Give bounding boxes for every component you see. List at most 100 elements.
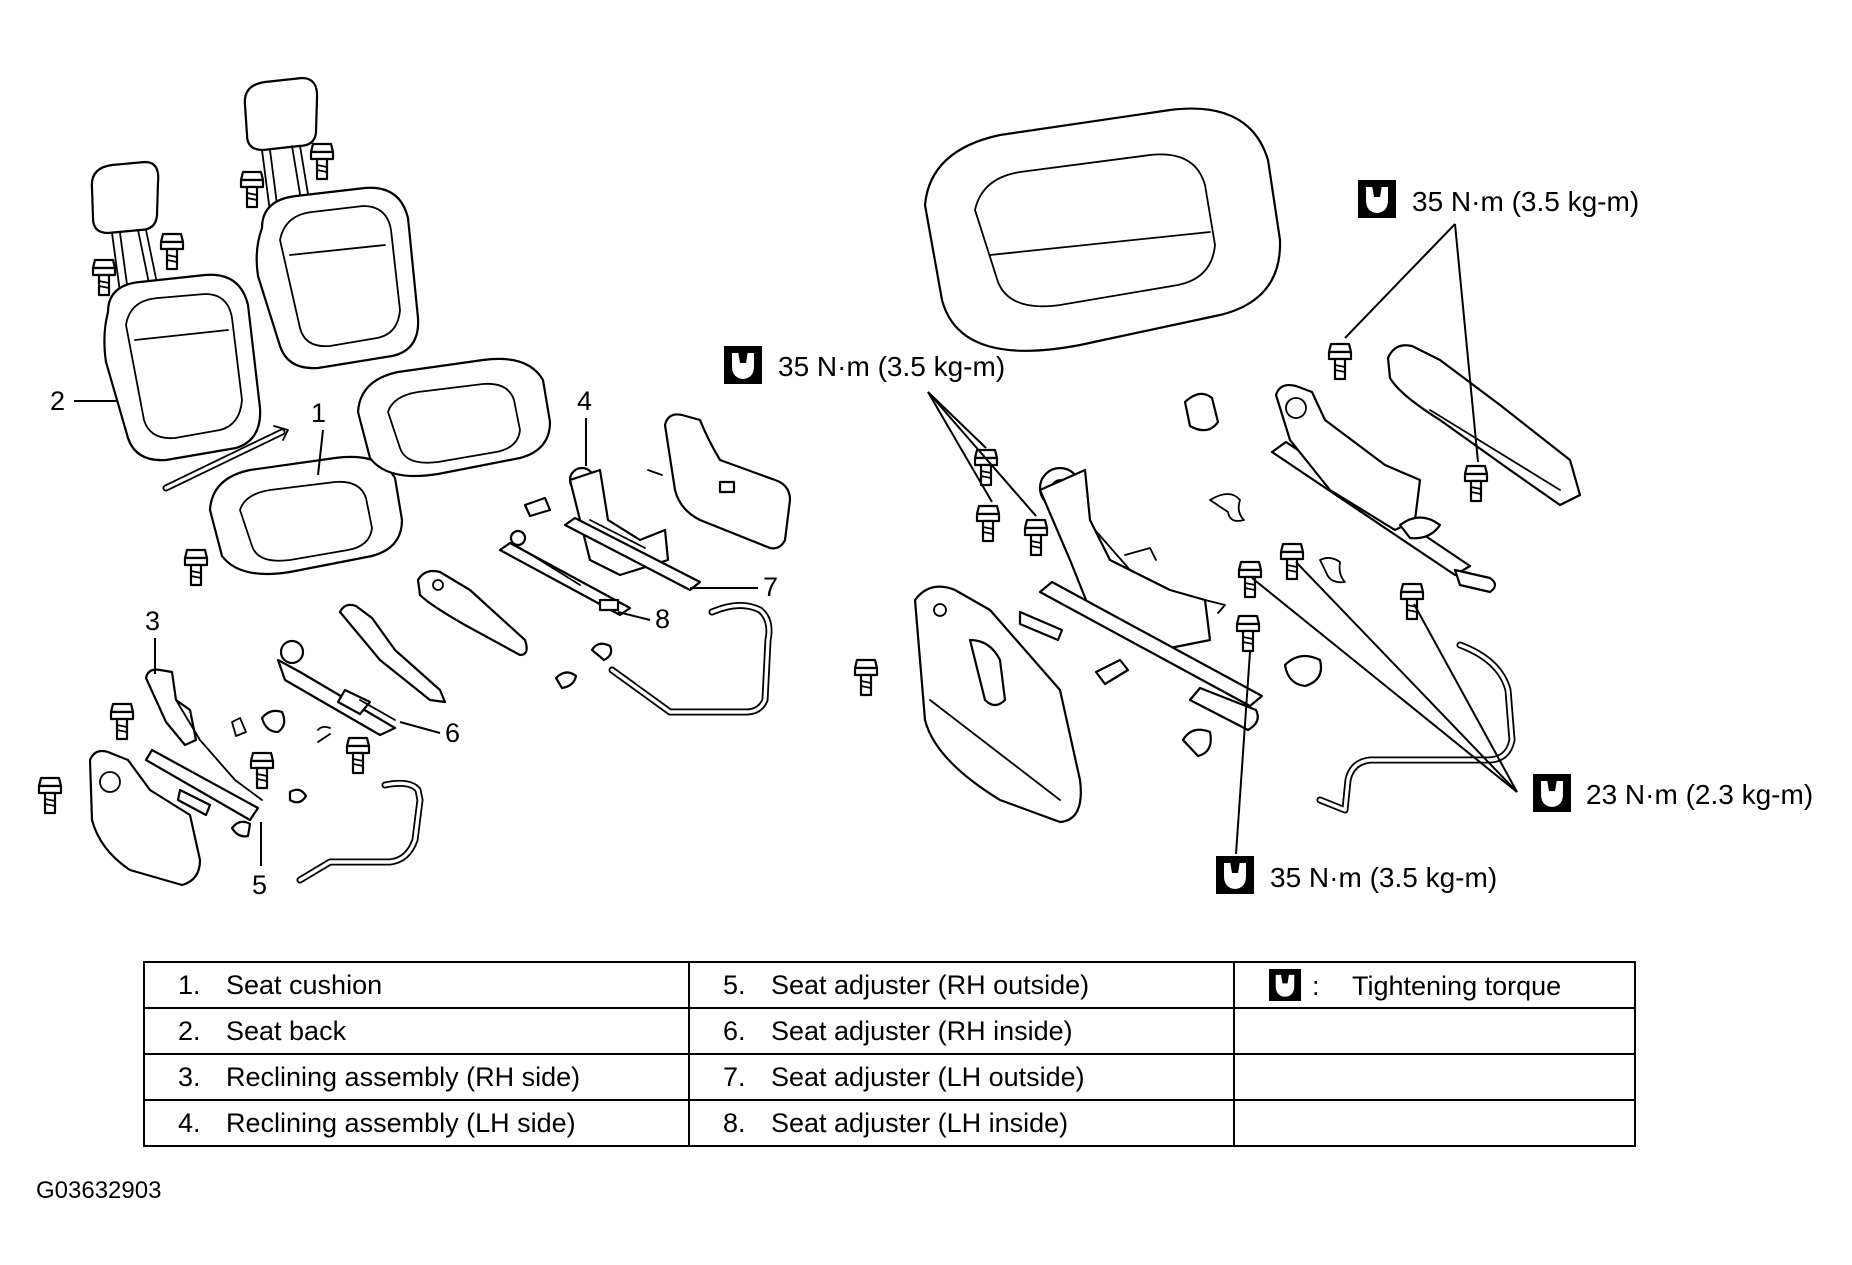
inner-adjuster-enlarged [1270,383,1497,594]
legend-text: Seat cushion [226,969,383,1000]
torque-callout-top-right: 35 N·m (3.5 kg-m) [1344,180,1639,463]
inner-cover-enlarged [1386,344,1582,507]
outer-bolt-enlarged [853,658,879,697]
torque-bolt [975,504,1001,543]
torque-bolt [1279,542,1305,581]
diagram-id: G03632903 [36,1177,162,1204]
adjuster-cover [416,569,528,657]
legend-row: 3. Reclining assembly (RH side) 7.Seat ad… [143,1053,1636,1101]
legend-text: Seat back [226,1015,347,1046]
wrench-torque-icon [1358,180,1396,218]
torque-bolt [1023,518,1049,557]
torque-callout-bottom: 35 N·m (3.5 kg-m) [1216,651,1497,894]
headrest-guide-bolt [91,258,117,297]
seat-adjuster-lh-inside [498,529,632,617]
legend-empty-cell [1233,1053,1636,1101]
wrench-torque-icon [1533,774,1571,812]
part-number: 8 [655,604,670,634]
legend-number: 3. [178,1061,201,1092]
seat-cushion-enlarged [923,107,1282,352]
legend-cell: 2.Seat back [143,1007,690,1055]
seat-cushion-rear [208,455,404,576]
torque-value: 23 N·m (2.3 kg-m) [1586,779,1813,810]
release-rod-lh [608,602,773,716]
part-number: 3 [145,606,160,636]
wrench-torque-icon [1269,968,1301,1001]
headrest-guide-bolt [309,142,335,181]
reclining-assembly-rh [144,668,263,822]
part-label-2: 2 [50,386,118,416]
seat-adjuster-rh-inside [276,603,447,737]
legend-row: 1. Seat cushion 5.Seat adjuster (RH outsi… [143,961,1636,1009]
adjuster-rail-enlarged-lower [1018,580,1264,732]
torque-bolt [1235,614,1261,653]
legend-cell: 7.Seat adjuster (LH outside) [688,1053,1235,1101]
legend-empty-cell [1233,1099,1636,1147]
part-label-3: 3 [145,606,160,674]
torque-bolt [1237,560,1263,599]
legend-number: 6. [723,1015,746,1046]
cushion-bolt [183,548,209,587]
clip-bottom-left [230,788,308,838]
part-number: 4 [577,386,592,416]
part-label-8: 8 [617,604,670,634]
reclining-assembly-lh [523,466,670,577]
torque-value: 35 N·m (3.5 kg-m) [778,351,1005,382]
headrest-rear [90,160,160,293]
adjuster-cover-enlarged [913,585,1082,824]
seat-cushion-front [356,357,552,478]
legend-text: Seat adjuster (LH inside) [771,1107,1069,1138]
part-label-1: 1 [311,398,326,476]
legend-key-text: Tightening torque [1352,970,1562,1001]
legend-text: Reclining assembly (RH side) [226,1061,581,1092]
recliner-bolt [109,702,135,741]
legend-number: 1. [178,969,201,1000]
legend-cell: 1. Seat cushion [143,961,690,1009]
legend-cell: 5.Seat adjuster (RH outside) [688,961,1235,1009]
small-parts-enlarged [1094,392,1346,758]
torque-value: 35 N·m (3.5 kg-m) [1270,862,1497,893]
legend-cell: 4. Reclining assembly (LH side) [143,1099,690,1147]
legend-row: 4. Reclining assembly (LH side) 8. Seat ad… [143,1099,1636,1147]
headrest-guide-bolt [239,170,265,209]
part-label-6: 6 [399,718,460,748]
legend-text: Reclining assembly (LH side) [226,1107,576,1138]
small-clips-mid [231,709,331,743]
hinge-rod-left [162,425,289,492]
legend-empty-cell [1233,1007,1636,1055]
legend-row: 2.Seat back 6. Seat adjuster (RH inside) [143,1007,1636,1055]
part-number: 7 [763,572,778,602]
wrench-torque-icon [1216,856,1254,894]
part-label-4: 4 [577,386,592,466]
part-label-7: 7 [690,572,778,602]
legend-cell: 8. Seat adjuster (LH inside) [688,1099,1235,1147]
adjuster-bolt [345,736,371,775]
legend-key-cell: : Tightening torque [1233,961,1636,1009]
legend-number: 4. [178,1107,201,1138]
seat-exploded-diagram: 1 2 3 4 5 6 7 8 [37,76,1813,900]
seat-adjuster-rh-outside [88,749,212,887]
seat-back-front [255,186,420,370]
legend-key-separator: : [1312,970,1320,1001]
torque-value: 35 N·m (3.5 kg-m) [1412,186,1639,217]
release-rod-rh [296,779,424,884]
torque-bolt [1463,464,1489,503]
outer-bolt [37,776,63,815]
legend-cell: 6. Seat adjuster (RH inside) [688,1007,1235,1055]
release-rod-enlarged [1316,641,1516,814]
legend-text: Seat adjuster (RH inside) [771,1015,1073,1046]
legend-number: 8. [723,1107,746,1138]
part-number: 5 [252,870,267,900]
torque-bolt [1327,342,1353,381]
part-label-5: 5 [252,822,267,900]
legend-text: Seat adjuster (RH outside) [771,969,1090,1000]
parts-legend-table: 1. Seat cushion 5.Seat adjuster (RH outsi… [143,961,1636,1147]
part-number: 1 [311,398,326,428]
torque-callout-middle: 35 N·m (3.5 kg-m) [724,346,1037,517]
legend-cell: 3. Reclining assembly (RH side) [143,1053,690,1101]
wrench-torque-icon [724,346,762,384]
seat-adjuster-lh-outside [563,413,792,592]
legend-number: 7. [723,1061,746,1092]
headrest-guide-bolt [159,232,185,271]
part-number: 2 [50,386,65,416]
